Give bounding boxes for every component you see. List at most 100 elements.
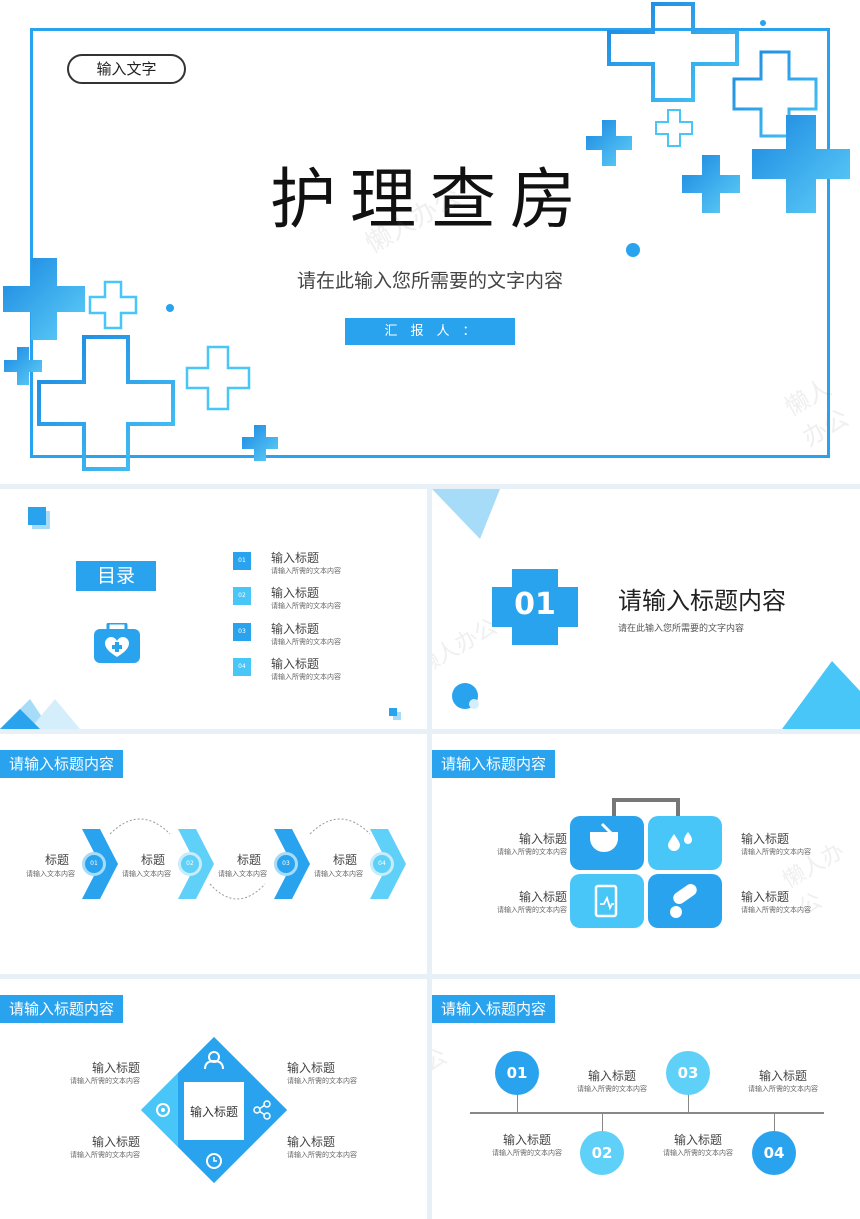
cross-outline-icon — [185, 345, 251, 411]
item-title: 输入标题 — [502, 1133, 551, 1147]
item-title: 输入标题 — [518, 890, 567, 904]
section-desc: 请在此输入您所需要的文字内容 — [618, 624, 745, 634]
item-title: 输入标题 — [271, 586, 320, 600]
dot — [760, 20, 766, 26]
cross-solid-icon — [4, 347, 42, 385]
timeline-node[interactable]: 01 — [495, 1051, 539, 1095]
step-desc: 请输入文本内容 — [122, 870, 171, 878]
item-desc: 请输入所需的文本内容 — [70, 1151, 140, 1159]
timeline-item: 输入标题 请输入所需的文本内容 — [487, 1131, 567, 1158]
medkit-item[interactable]: 输入标题 请输入所需的文本内容 — [741, 830, 831, 860]
connector — [688, 1094, 689, 1112]
cross-outline-icon — [88, 280, 138, 330]
slide-header: 请输入标题内容 — [432, 750, 556, 778]
item-desc: 请输入所需的文本内容 — [741, 848, 811, 856]
item-desc: 请输入所需的文本内容 — [287, 1077, 357, 1085]
cover-tag: 输入文字 — [67, 54, 186, 84]
list-item[interactable]: 03 输入标题 请输入所需的文本内容 — [233, 620, 413, 650]
item-title: 输入标题 — [91, 1135, 140, 1149]
diamond-item[interactable]: 输入标题 请输入所需的文本内容 — [287, 1133, 377, 1160]
timeline-node[interactable]: 02 — [580, 1131, 624, 1175]
item-desc: 请输入所需的文本内容 — [492, 1149, 562, 1157]
cross-solid-icon — [586, 120, 632, 166]
diamond-item[interactable]: 输入标题 请输入所需的文本内容 — [50, 1133, 140, 1160]
item-number: 01 — [233, 552, 251, 570]
section-slide: 01 请输入标题内容 请在此输入您所需要的文字内容 懒人办公 — [432, 489, 860, 729]
cross-outline-icon — [607, 2, 739, 102]
step-desc: 请输入文本内容 — [314, 870, 363, 878]
item-desc: 请输入所需的文本内容 — [741, 906, 811, 914]
cross-solid-icon — [242, 425, 278, 461]
diamond-item[interactable]: 输入标题 请输入所需的文本内容 — [287, 1059, 377, 1086]
medkit-item[interactable]: 输入标题 请输入所需的文本内容 — [741, 888, 831, 918]
item-title: 输入标题 — [287, 1061, 336, 1075]
item-desc: 请输入所需的文本内容 — [497, 906, 567, 914]
item-number: 02 — [233, 587, 251, 605]
toc-slide: 目录 01 输入标题 请输入所需的文本内容 02 输入标题 请输入所需的文本内容… — [0, 489, 427, 729]
cover-subtitle: 请在此输入您所需要的文字内容 — [296, 270, 563, 292]
timeline-node[interactable]: 03 — [666, 1051, 710, 1095]
step-title: 标题 — [45, 853, 70, 867]
process-step[interactable]: 标题 请输入文本内容 03 — [212, 829, 312, 899]
medkit-item[interactable]: 输入标题 请输入所需的文本内容 — [487, 830, 567, 860]
step-title: 标题 — [333, 853, 358, 867]
process-step[interactable]: 标题 请输入文本内容 04 — [308, 829, 408, 899]
item-number: 03 — [233, 623, 251, 641]
item-title: 输入标题 — [673, 1133, 722, 1147]
step-number: 01 — [82, 852, 106, 876]
connector — [602, 1114, 603, 1132]
process-slide: 请输入标题内容 标题 请输入文本内容 01 标题 请输入文本内容 02 标题 请… — [0, 734, 427, 974]
timeline-item: 输入标题 请输入所需的文本内容 — [658, 1131, 738, 1158]
item-title: 输入标题 — [271, 622, 320, 636]
list-item[interactable]: 04 输入标题 请输入所需的文本内容 — [233, 655, 413, 685]
toc-title: 目录 — [76, 561, 156, 591]
diamond-diagram — [141, 1037, 287, 1183]
diamond-slide: 请输入标题内容 输入标题 输入标题 请输入所需的文本内容 输入标题 请输入所需的… — [0, 979, 427, 1219]
connector — [517, 1094, 518, 1112]
watermark: 懒人办公 — [432, 1044, 452, 1110]
item-title: 输入标题 — [271, 551, 320, 565]
timeline-slide: 请输入标题内容 01 02 03 04 输入标题 请输入所需的文本内容 输入标题… — [432, 979, 860, 1219]
diamond-center-label: 输入标题 — [189, 1105, 238, 1119]
process-step[interactable]: 标题 请输入文本内容 01 — [20, 829, 120, 899]
medical-kit-icon — [94, 623, 140, 663]
cross-solid-icon — [682, 155, 740, 213]
item-desc: 请输入所需的文本内容 — [271, 602, 341, 610]
deco-triangle — [782, 661, 860, 729]
cover-title: 护理查房 — [270, 161, 590, 238]
item-desc: 请输入所需的文本内容 — [271, 567, 341, 575]
cross-solid-icon — [3, 258, 85, 340]
step-title: 标题 — [237, 853, 262, 867]
step-number: 03 — [274, 852, 298, 876]
slide-header: 请输入标题内容 — [0, 995, 124, 1023]
watermark: 懒人办公 — [432, 614, 502, 680]
process-step[interactable]: 标题 请输入文本内容 02 — [116, 829, 216, 899]
item-desc: 请输入所需的文本内容 — [271, 673, 341, 681]
slide-header: 请输入标题内容 — [432, 995, 556, 1023]
section-number: 01 — [514, 587, 556, 622]
diamond-item[interactable]: 输入标题 请输入所需的文本内容 — [50, 1059, 140, 1086]
item-title: 输入标题 — [91, 1061, 140, 1075]
dotted-arc — [109, 818, 371, 900]
item-desc: 请输入所需的文本内容 — [271, 638, 341, 646]
timeline-item: 输入标题 请输入所需的文本内容 — [572, 1067, 652, 1094]
list-item[interactable]: 02 输入标题 请输入所需的文本内容 — [233, 584, 413, 614]
timeline-node[interactable]: 04 — [752, 1131, 796, 1175]
medkit-slide: 请输入标题内容 输入标题 请输入所需的文本内容 输入标题 请输入所需的文本内容 … — [432, 734, 860, 974]
step-number: 04 — [370, 852, 394, 876]
slide-header: 请输入标题内容 — [0, 750, 124, 778]
cover-frame — [30, 28, 830, 458]
item-desc: 请输入所需的文本内容 — [287, 1151, 357, 1159]
dot — [469, 699, 479, 709]
item-desc: 请输入所需的文本内容 — [577, 1085, 647, 1093]
item-title: 输入标题 — [758, 1069, 807, 1083]
item-number: 04 — [233, 658, 251, 676]
item-desc: 请输入所需的文本内容 — [663, 1149, 733, 1157]
item-desc: 请输入所需的文本内容 — [497, 848, 567, 856]
item-title: 输入标题 — [518, 832, 567, 846]
medkit-item[interactable]: 输入标题 请输入所需的文本内容 — [487, 888, 567, 918]
connector — [774, 1114, 775, 1132]
medical-kit-puzzle-icon — [570, 798, 722, 928]
list-item[interactable]: 01 输入标题 请输入所需的文本内容 — [233, 549, 413, 579]
cover-slide: 输入文字 护理查房 请在此输入您所需要的文字内容 汇 报 人 ： 懒人办公 懒人… — [0, 0, 860, 484]
